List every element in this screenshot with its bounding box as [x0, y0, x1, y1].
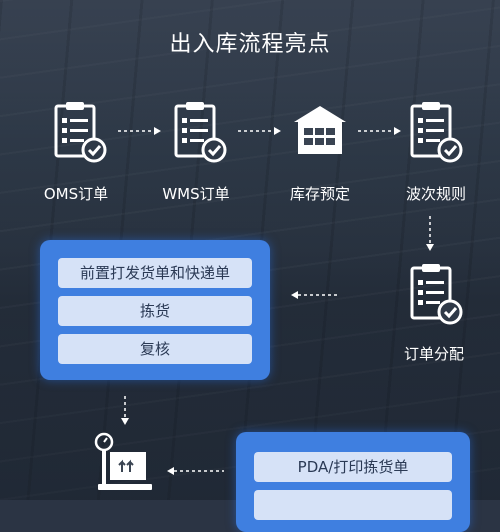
- arrow-right-icon: [238, 127, 281, 135]
- arrow-left-icon: [291, 291, 338, 299]
- node-label-wave: 波次规则: [405, 185, 466, 203]
- pill-preprint-shipping: 前置打发货单和快递单: [58, 258, 252, 288]
- wms-order-clipboard-icon: [174, 102, 227, 163]
- pill-pda-print-picklist: PDA/打印拣货单: [254, 452, 452, 482]
- pill-review: 复核: [58, 334, 252, 364]
- arrow-down-icon: [121, 396, 129, 425]
- oms-order-clipboard-icon: [54, 102, 107, 163]
- arrow-left-icon: [167, 467, 224, 475]
- process-panel-pda: PDA/打印拣货单: [236, 432, 470, 532]
- page-title: 出入库流程亮点: [169, 32, 331, 57]
- order-allocation-clipboard-icon: [410, 264, 463, 325]
- scale-package-icon: [94, 432, 152, 490]
- node-label-wms: WMS订单: [162, 185, 230, 203]
- warehouse-icon: [294, 106, 346, 154]
- arrow-right-icon: [358, 127, 401, 135]
- arrow-down-icon: [426, 216, 434, 251]
- pill-next-step: [254, 490, 452, 520]
- pill-picking: 拣货: [58, 296, 252, 326]
- node-label-oms: OMS订单: [43, 185, 109, 203]
- wave-rule-clipboard-icon: [410, 102, 463, 163]
- arrow-right-icon: [118, 127, 161, 135]
- node-label-allocate: 订单分配: [403, 345, 464, 363]
- node-label-reserve: 库存预定: [289, 185, 350, 203]
- process-panel-picking: 前置打发货单和快递单 拣货 复核: [40, 240, 270, 380]
